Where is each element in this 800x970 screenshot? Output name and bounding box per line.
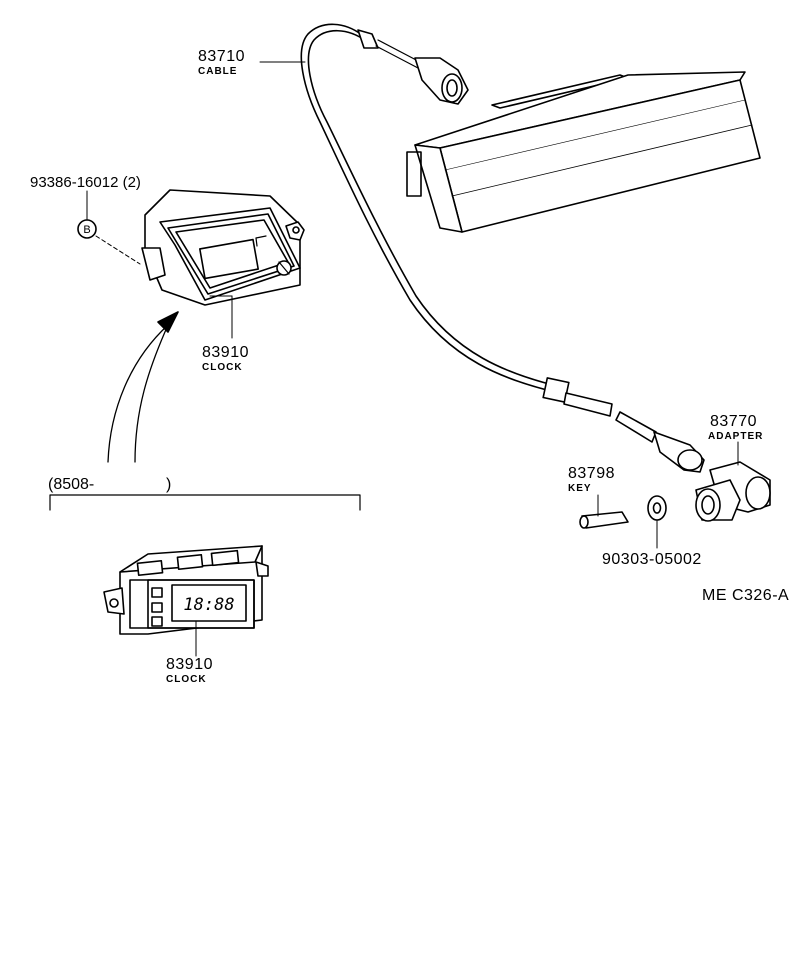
date-range-close: ) (166, 476, 172, 493)
date-range-open: (8508- (48, 476, 95, 493)
relation-arrow (107, 311, 179, 463)
key-part (579, 494, 629, 529)
clock-lower-part-number: 83910 (166, 656, 213, 673)
date-range-label: (8508- ) (48, 476, 171, 494)
screw-part (77, 190, 141, 265)
cable-part-name: CABLE (198, 66, 238, 77)
screw-symbol: B (83, 224, 90, 236)
screw-part-number: 93386-16012 (30, 174, 119, 191)
key-part-name: KEY (568, 483, 592, 494)
adapter-part-name: ADAPTER (708, 431, 764, 442)
screw-quantity: (2) (122, 174, 141, 191)
clock-upper-part (141, 189, 305, 339)
clock-upper-part-name: CLOCK (202, 362, 243, 373)
diagram-code: ME C326-A (702, 587, 790, 604)
cable-part-number: 83710 (198, 48, 245, 65)
adapter-part-number: 83770 (710, 413, 757, 430)
clock-lower-part-name: CLOCK (166, 674, 207, 685)
screw-label: 93386-16012 (2) (30, 174, 141, 191)
clock-upper-part-number: 83910 (202, 344, 249, 361)
clock-lower-part (103, 545, 269, 657)
date-range-bracket (49, 494, 361, 511)
clock-lower-display: 18:88 (183, 595, 234, 615)
instrument-panel-housing (406, 71, 761, 233)
washer-part (647, 495, 667, 549)
speedometer-cable (300, 23, 705, 473)
adapter-part (695, 441, 771, 522)
key-part-number: 83798 (568, 465, 615, 482)
washer-part-number: 90303-05002 (602, 551, 702, 568)
